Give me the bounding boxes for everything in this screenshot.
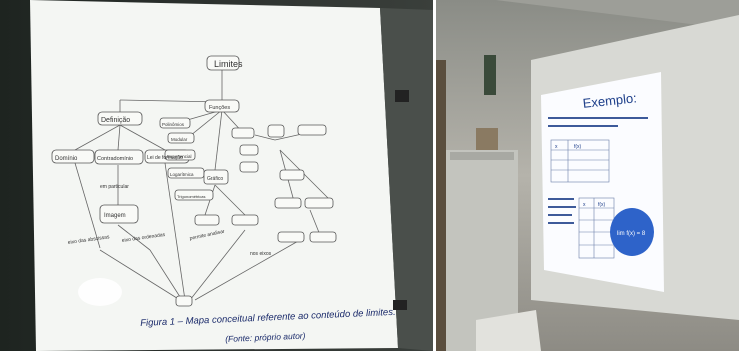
map-node-trigonometricas: Trigonométricas [177,194,206,199]
shelf-object [476,128,498,150]
table1-header-fx: f(x) [574,144,582,150]
screen-frame [380,8,433,351]
map-node-exponencial: Exponencial [167,154,192,159]
map-node-funcoes: Funções [209,105,230,111]
light-glare [78,278,122,306]
map-node-logaritmica: Logarítmica [170,172,194,177]
map-edge-eixo-abscissas: eixo das abscissas [67,234,110,246]
right-photo-scene: x f(x) x f(x) lim f(x) = 8 [436,0,739,351]
map-node-grafico: Gráfico [207,176,223,182]
table2-header-fx: f(x) [598,202,606,208]
screen-bracket [395,90,409,102]
map-edge-em-particular: em particular [100,184,129,190]
map-node-modular: Modular [171,137,188,142]
photo-divider [433,0,436,351]
side-table [476,310,541,351]
screen-bracket [393,300,407,310]
map-node-imagem: Imagem [104,213,126,219]
table1-header-x: x [555,144,558,150]
map-edge-nos-eixos: nos eixos [250,251,272,257]
map-node-contradominio: Contradomínio [97,156,133,162]
table2-header-x: x [583,202,586,208]
left-photo-projection-concept-map: Limites Definição Domínio Contradomínio … [0,0,433,351]
map-node-definicao: Definição [101,117,130,124]
map-node-lei-formacao: Lei de formação [147,155,183,161]
map-title: Limites [214,59,243,69]
left-photo-scene: Limites Definição Domínio Contradomínio … [30,0,433,351]
result-circle-label: lim f(x) = 8 [617,231,646,237]
cabinet [446,150,518,351]
result-circle [610,208,654,256]
map-node-polinomios: Polinômios [162,122,185,127]
wall-picture [484,55,496,95]
map-node-dominio: Domínio [55,156,78,162]
right-photo-classroom-slide: x f(x) x f(x) lim f(x) = 8 Exemplo: [436,0,739,351]
